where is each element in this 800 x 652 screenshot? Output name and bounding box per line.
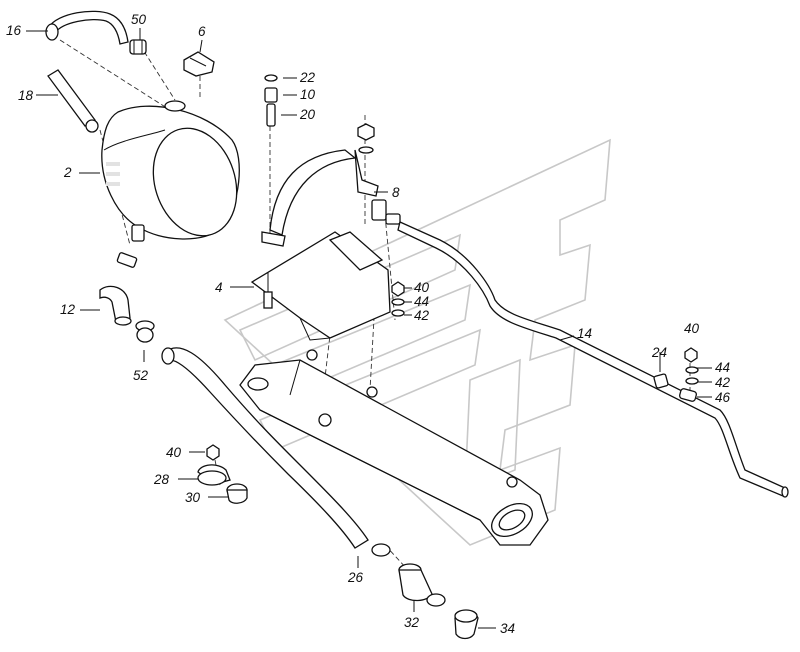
frame-crossmember xyxy=(239,349,549,546)
pipe-18 xyxy=(47,69,99,133)
callout-4: 4 xyxy=(215,280,223,295)
callout-22: 22 xyxy=(299,70,316,85)
callout-40-a: 40 xyxy=(414,280,430,295)
clip-set-c xyxy=(197,444,248,504)
callout-26: 26 xyxy=(347,570,364,585)
callout-24: 24 xyxy=(651,345,667,360)
clamp-50 xyxy=(129,39,147,55)
callout-30: 30 xyxy=(185,490,201,505)
callout-42-b: 42 xyxy=(715,375,731,390)
thin-tube xyxy=(397,221,789,498)
tank-strap xyxy=(261,123,401,247)
coupling xyxy=(116,252,138,268)
callout-50: 50 xyxy=(131,12,147,27)
fitting-set-b xyxy=(653,347,699,402)
callout-18: 18 xyxy=(18,88,34,103)
callout-40-c: 40 xyxy=(166,445,182,460)
callout-34: 34 xyxy=(500,621,515,636)
callout-44-a: 44 xyxy=(414,294,429,309)
callout-28: 28 xyxy=(153,472,170,487)
callout-52: 52 xyxy=(133,368,149,383)
callout-42-a: 42 xyxy=(414,308,430,323)
callout-8: 8 xyxy=(392,185,400,200)
callout-14: 14 xyxy=(577,326,592,341)
filler-cap xyxy=(183,51,215,77)
callout-2: 2 xyxy=(63,165,72,180)
callout-32: 32 xyxy=(404,615,420,630)
leader-lines xyxy=(26,28,712,629)
hose-upper xyxy=(45,10,129,45)
callout-44-b: 44 xyxy=(715,360,730,375)
elbow-hose xyxy=(99,285,132,326)
clamp-52 xyxy=(135,320,155,343)
fuel-tank xyxy=(101,100,240,242)
callout-6: 6 xyxy=(198,24,206,39)
callout-10: 10 xyxy=(300,87,316,102)
hose-end-fittings xyxy=(371,543,479,640)
callout-20: 20 xyxy=(299,107,316,122)
nut-washer-set-a xyxy=(391,281,405,317)
long-hose xyxy=(161,347,369,549)
callout-labels: 16 50 6 22 10 20 18 2 8 4 40 44 42 12 14… xyxy=(6,12,731,636)
callout-46: 46 xyxy=(715,390,731,405)
callout-12: 12 xyxy=(60,302,76,317)
callout-16: 16 xyxy=(6,23,22,38)
stud-assembly xyxy=(264,74,278,127)
callout-40-b: 40 xyxy=(684,321,700,336)
mounting-bracket xyxy=(250,231,391,341)
